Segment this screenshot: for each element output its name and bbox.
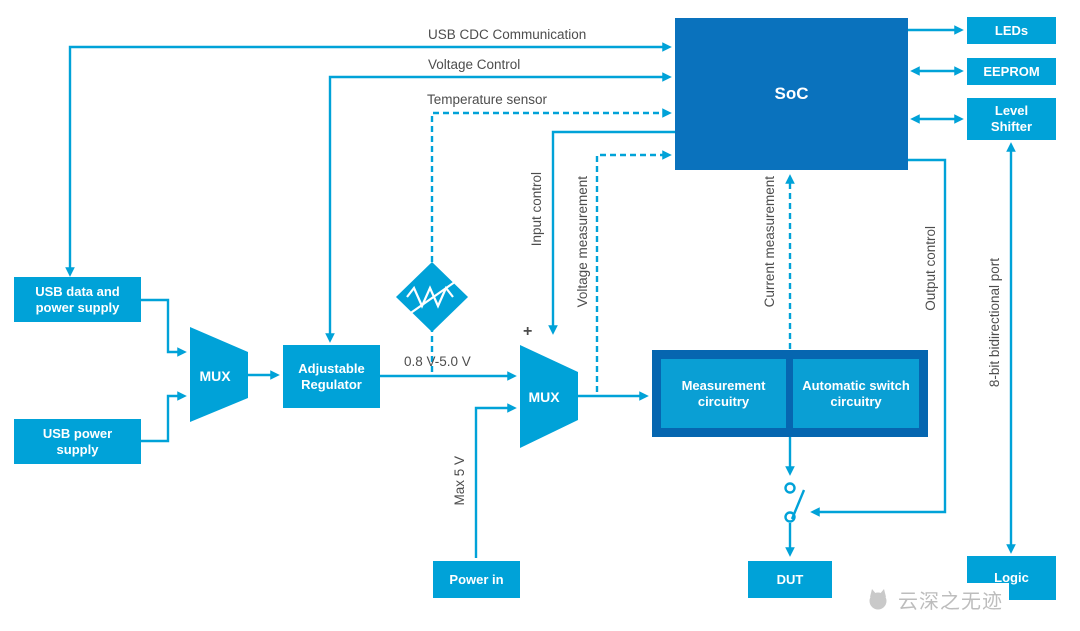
eeprom-label: EEPROM: [983, 63, 1040, 79]
switch-contact-top: [784, 482, 796, 494]
mux1-label: MUX: [199, 368, 231, 384]
eeprom-block: EEPROM: [967, 58, 1056, 85]
wire-voltage-control: [325, 72, 672, 343]
temperature-sensor-label: Temperature sensor: [427, 92, 548, 107]
soc-label: SoC: [774, 83, 809, 103]
dut-block: DUT: [748, 561, 832, 598]
watermark: 云深之无迹: [858, 583, 1009, 615]
usb-data-block: USB data and power supply: [14, 277, 141, 322]
input-control-label: Input control: [529, 172, 544, 247]
automatic-switch-label: Automatic switch circuitry: [802, 377, 910, 409]
usb-data-label: USB data and power supply: [35, 283, 120, 315]
level-shifter-block: Level Shifter: [967, 98, 1056, 140]
wire-temperature-sensor: [430, 108, 672, 372]
wire-output-control: [810, 158, 947, 517]
automatic-switch-block: Automatic switch circuitry: [793, 359, 919, 428]
wire-power-in-to-mux2: [474, 403, 517, 558]
wire-usb-cdc: [65, 42, 672, 277]
measurement-frame: Measurement circuitry Automatic switch c…: [652, 350, 928, 437]
leds-block: LEDs: [967, 17, 1056, 44]
output-control-label: Output control: [923, 226, 938, 311]
power-in-label: Power in: [449, 571, 504, 587]
adjustable-regulator-label: Adjustable Regulator: [298, 360, 365, 392]
power-in-block: Power in: [433, 561, 520, 598]
watermark-text: 云深之无迹: [898, 590, 1003, 613]
max-input-label: Max 5 V: [452, 456, 467, 506]
bidirectional-port-label: 8-bit bidirectional port: [987, 258, 1002, 388]
wire-voltage-measurement: [595, 150, 672, 392]
logic-block: Logic: [967, 556, 1056, 600]
mux2-label: MUX: [528, 389, 560, 405]
current-measurement-label: Current measurement: [762, 176, 777, 308]
level-shifter-label: Level Shifter: [990, 103, 1033, 134]
voltage-measurement-label: Voltage measurement: [575, 176, 590, 308]
adjustable-regulator-block: Adjustable Regulator: [283, 345, 380, 408]
wire-usb-data-to-mux1: [141, 298, 187, 357]
mux2-block: [520, 345, 578, 448]
dut-label: DUT: [776, 571, 804, 587]
measurement-circuitry-block: Measurement circuitry: [661, 359, 786, 428]
mux1-block: [190, 327, 248, 422]
thermistor-diagonal: [404, 278, 460, 318]
usb-cdc-label: USB CDC Communication: [428, 27, 587, 42]
usb-power-label: USB power supply: [42, 425, 113, 457]
soc-block: SoC: [675, 18, 908, 170]
switch-contact-bottom: [784, 511, 796, 523]
switch-blade: [790, 489, 806, 520]
leds-label: LEDs: [994, 22, 1029, 38]
wire-usb-power-to-mux1: [141, 391, 187, 443]
voltage-control-label: Voltage Control: [428, 57, 521, 72]
regulator-range-label: 0.8 V-5.0 V: [404, 354, 471, 369]
measurement-circuitry-label: Measurement circuitry: [681, 377, 766, 409]
wire-input-control: [548, 130, 675, 335]
watermark-logo-icon: [869, 589, 887, 610]
usb-power-block: USB power supply: [14, 419, 141, 464]
plus-sign-label: +: [523, 323, 533, 340]
logic-label: Logic: [994, 570, 1029, 586]
